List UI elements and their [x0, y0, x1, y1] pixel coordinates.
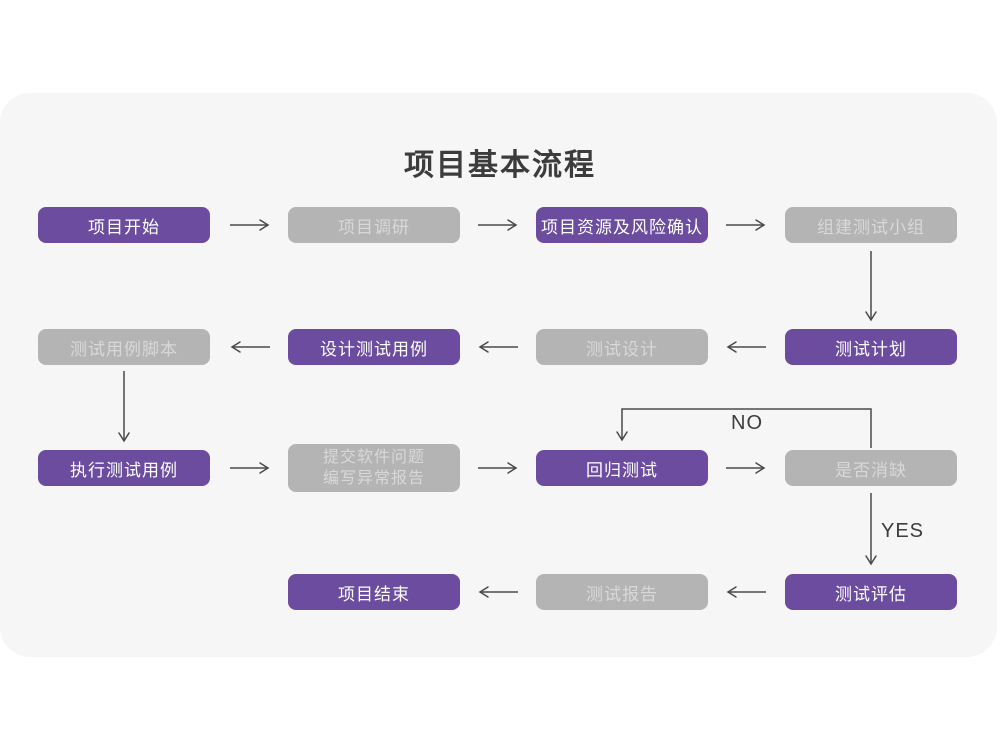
node-design-test-case: 设计测试用例 [288, 329, 460, 365]
node-project-start: 项目开始 [38, 207, 210, 243]
node-label: 设计测试用例 [320, 339, 428, 359]
node-test-report: 测试报告 [536, 574, 708, 610]
flowchart-card [0, 93, 997, 657]
node-regression-test: 回归测试 [536, 450, 708, 486]
node-label: 项目开始 [88, 217, 160, 237]
edge-label-yes: YES [881, 520, 925, 542]
node-label: 组建测试小组 [817, 217, 925, 237]
node-submit-issue-report: 提交软件问题 编写异常报告 [288, 444, 460, 492]
node-label: 测试评估 [835, 584, 907, 604]
node-test-plan: 测试计划 [785, 329, 957, 365]
edge-label-no: NO [731, 412, 763, 434]
node-defect-cleared: 是否消缺 [785, 450, 957, 486]
node-label: 回归测试 [586, 460, 658, 480]
node-build-test-team: 组建测试小组 [785, 207, 957, 243]
node-label: 测试计划 [835, 339, 907, 359]
node-label: 项目调研 [338, 217, 410, 237]
node-label: 是否消缺 [835, 460, 907, 480]
node-label: 测试设计 [586, 339, 658, 359]
node-label-line2: 编写异常报告 [322, 470, 425, 487]
node-test-evaluate: 测试评估 [785, 574, 957, 610]
node-label: 测试报告 [586, 584, 658, 604]
node-project-research: 项目调研 [288, 207, 460, 243]
node-label: 项目结束 [338, 584, 410, 604]
node-resource-risk-confirm: 项目资源及风险确认 [536, 207, 708, 243]
node-project-end: 项目结束 [288, 574, 460, 610]
page-title: 项目基本流程 [404, 149, 596, 182]
node-test-case-script: 测试用例脚本 [38, 329, 210, 365]
node-label-line1: 提交软件问题 [322, 449, 425, 466]
node-execute-test-case: 执行测试用例 [38, 450, 210, 486]
node-label: 执行测试用例 [70, 460, 178, 480]
node-label: 测试用例脚本 [70, 339, 178, 359]
node-label: 项目资源及风险确认 [541, 217, 703, 237]
node-test-design: 测试设计 [536, 329, 708, 365]
